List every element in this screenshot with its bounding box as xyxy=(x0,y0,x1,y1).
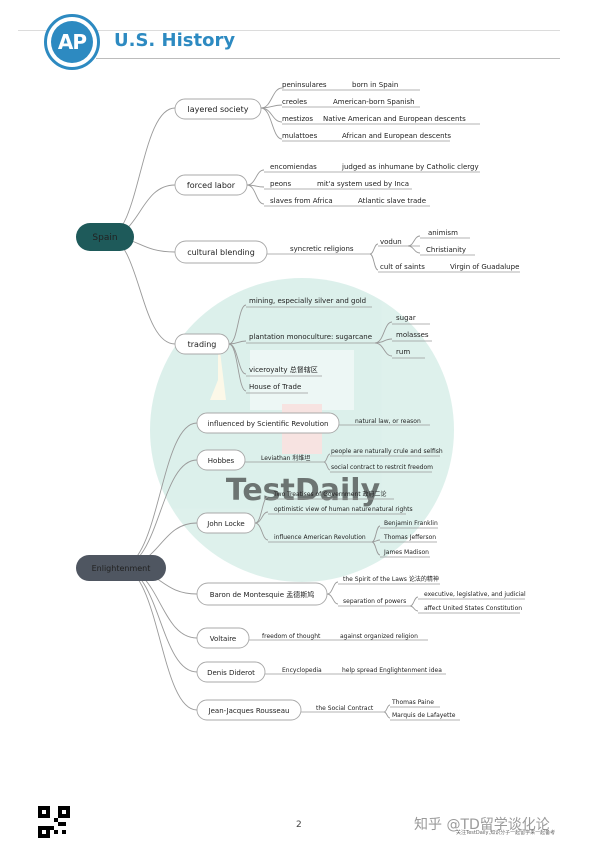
enlightenment-node xyxy=(76,555,166,581)
course-title: U.S. History xyxy=(114,30,236,51)
layered-society-label: layered society xyxy=(188,105,249,114)
header-rule-top xyxy=(18,30,560,31)
montesquieu-power: affect United States Constitution xyxy=(424,605,522,612)
rousseau-label: Jean-Jacques Rousseau xyxy=(208,707,290,715)
vodun-item: Christianity xyxy=(426,246,466,254)
rousseau-work: the Social Contract xyxy=(316,705,374,712)
hobbes-work: Leviathan 利维坦 xyxy=(261,454,310,462)
viceroyalty-label: viceroyalty 总督辖区 xyxy=(249,365,318,374)
mining-label: mining, especially silver and gold xyxy=(249,297,366,305)
hobbes-node xyxy=(196,449,246,471)
voltaire-node xyxy=(196,627,250,649)
layered-society-node xyxy=(174,98,262,120)
cultural-blending-label: cultural blending xyxy=(187,248,255,257)
voltaire-against: against organized religion xyxy=(340,633,418,640)
watermark-lamp xyxy=(210,335,226,400)
locke-person: Benjamin Franklin xyxy=(384,520,438,527)
layered-item-term: mulattoes xyxy=(282,132,318,140)
ap-badge-label: AP xyxy=(51,21,93,63)
rousseau-person: Thomas Paine xyxy=(391,699,434,706)
layered-item-desc: born in Spain xyxy=(352,81,398,89)
footer-note: 关注TestDaily,知识分子一起留学来一起备考 xyxy=(456,830,556,836)
diderot-desc: help spread Englightenment idea xyxy=(342,667,442,674)
spain-label: Spain xyxy=(92,233,117,243)
diderot-label: Denis Diderot xyxy=(207,669,255,677)
voltaire-label: Voltaire xyxy=(210,635,236,643)
enlightenment-label: Enlightenment xyxy=(92,564,151,573)
crop-item: sugar xyxy=(396,314,416,322)
ap-badge: AP xyxy=(44,14,100,70)
rousseau-person: Marquis de Lafayette xyxy=(392,712,456,719)
layered-item-term: peninsulares xyxy=(282,81,327,89)
voltaire-freedom: freedom of thought xyxy=(262,633,321,640)
rousseau-node xyxy=(196,699,302,721)
crop-item: rum xyxy=(396,348,410,356)
saints-desc: Virgin of Guadalupe xyxy=(450,263,519,271)
scientific-node xyxy=(196,412,340,434)
layered-item-desc: African and European descents xyxy=(342,132,451,140)
locke-rights: natural rights xyxy=(372,506,413,513)
layered-item-term: mestizos xyxy=(282,115,313,123)
cultural-blending-node xyxy=(174,240,268,264)
diderot-work: Encyclopedia xyxy=(282,667,322,674)
spain-node xyxy=(76,223,134,251)
scientific-desc: natural law, or reason xyxy=(355,418,421,425)
header-rule xyxy=(96,58,560,59)
hobbes-item: people are naturally crule and selfish xyxy=(331,448,443,455)
house-of-trade-label: House of Trade xyxy=(249,383,301,391)
watermark-text: TestDaily xyxy=(226,473,381,508)
plantation-label: plantation monoculture: sugarcane xyxy=(249,333,372,341)
locke-treatises: Two Treatises of Government 政府二论 xyxy=(273,490,387,498)
forced-item-desc: Atlantic slave trade xyxy=(358,197,426,205)
trading-label: trading xyxy=(188,340,217,349)
footer-watermark: 知乎 @TD留学谈化论 xyxy=(414,817,550,833)
scientific-label: influenced by Scientific Revolution xyxy=(208,420,329,428)
layered-item-term: creoles xyxy=(282,98,307,106)
page-number: 2 xyxy=(296,820,302,830)
locke-person: Thomas Jefferson xyxy=(383,534,436,541)
forced-labor-label: forced labor xyxy=(187,181,236,190)
syncretic-label: syncretic religions xyxy=(290,245,354,253)
montesquieu-label: Baron de Montesquie 孟德斯鸠 xyxy=(210,590,315,599)
montesquieu-separation: separation of powers xyxy=(343,598,406,605)
montesquieu-spirit: the Spirit of the Laws 论法的精神 xyxy=(343,575,439,583)
forced-item-term: peons xyxy=(270,180,291,188)
layered-item-desc: American-born Spanish xyxy=(333,98,415,106)
locke-label: John Locke xyxy=(206,520,244,528)
locke-influence: influence American Revolution xyxy=(274,534,366,541)
watermark-board xyxy=(250,350,354,410)
crop-item: molasses xyxy=(396,331,429,339)
forced-item-desc: judged as inhumane by Catholic clergy xyxy=(341,163,479,171)
qr-code-icon xyxy=(38,806,70,838)
forced-item-term: encomiendas xyxy=(270,163,317,171)
locke-person: James Madison xyxy=(383,549,429,556)
montesquieu-power: executive, legislative, and judicial xyxy=(424,591,526,598)
forced-item-term: slaves from Africa xyxy=(270,197,333,205)
vodun-label: vodun xyxy=(380,238,402,246)
saints-label: cult of saints xyxy=(380,263,425,271)
vodun-item: animism xyxy=(428,229,458,237)
layered-item-desc: Native American and European descents xyxy=(323,115,466,123)
hobbes-label: Hobbes xyxy=(208,457,235,465)
hobbes-item: social contract to restrcit freedom xyxy=(331,464,433,471)
diderot-node xyxy=(196,661,266,683)
forced-item-desc: mit'a system used by Inca xyxy=(317,180,409,188)
locke-optimistic: optimistic view of human nature xyxy=(274,506,372,513)
